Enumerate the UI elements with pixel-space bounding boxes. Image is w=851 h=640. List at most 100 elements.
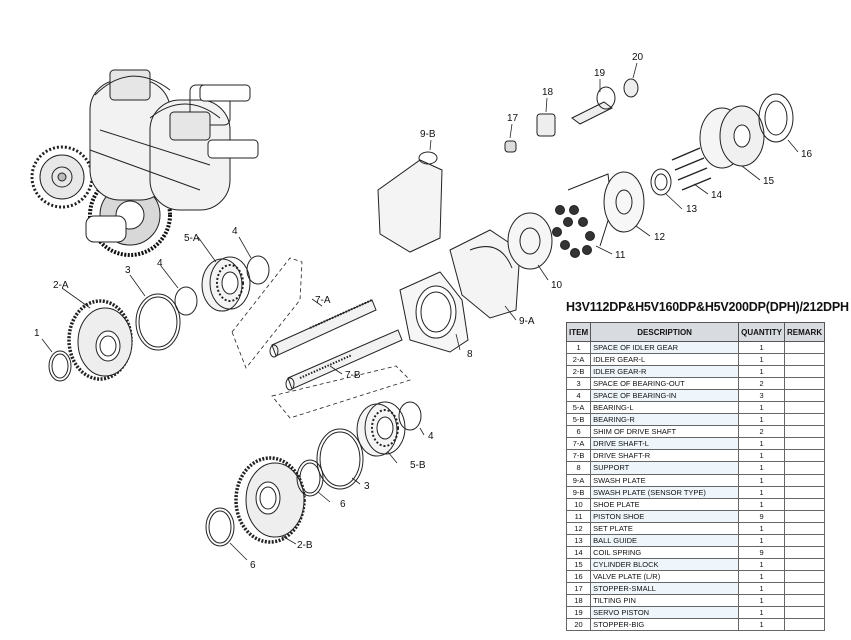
- remark-cell: [783, 557, 826, 571]
- part-10-shoe-plate: [507, 212, 553, 270]
- callout-12: 12: [654, 232, 666, 243]
- item-cell: 15: [565, 557, 592, 571]
- item-cell: 9-A: [565, 473, 592, 487]
- description-cell: DRIVE SHAFT-L: [590, 437, 740, 451]
- description-cell: STOPPER-SMALL: [590, 581, 740, 595]
- item-cell: 2-A: [565, 353, 592, 367]
- quantity-cell: 1: [738, 449, 785, 463]
- callout-4-c: 4: [428, 431, 434, 442]
- description-cell: IDLER GEAR-L: [590, 353, 740, 367]
- quantity-cell: 1: [738, 557, 785, 571]
- callout-1: 1: [34, 328, 40, 339]
- remark-cell: [783, 521, 826, 535]
- description-cell: DRIVE SHAFT-R: [590, 449, 740, 463]
- part-6-shim-b-inner: [208, 510, 232, 544]
- item-cell: 3: [565, 377, 592, 391]
- remark-cell: [783, 473, 826, 487]
- description-cell: VALVE PLATE (L/R): [590, 569, 740, 583]
- part-18-tilting-pin: [536, 113, 556, 137]
- quantity-cell: 1: [738, 413, 785, 427]
- part-7A-drive-shaft: [269, 299, 377, 358]
- remark-cell: [783, 497, 826, 511]
- part-15-cylinder-block: [699, 105, 765, 169]
- part-9B-swash-plate-sensor: [377, 151, 443, 253]
- callout-6-b: 6: [250, 560, 256, 571]
- part-3-spacer-lower-inner: [319, 431, 361, 487]
- part-2A-idler-gear: [67, 299, 133, 381]
- part-2B-idler-gear: [234, 456, 306, 544]
- item-cell: 7-B: [565, 449, 592, 463]
- callout-2B: 2-B: [297, 540, 313, 551]
- quantity-cell: 1: [738, 485, 785, 499]
- remark-cell: [783, 389, 826, 403]
- callout-9B: 9-B: [420, 129, 436, 140]
- part-12-set-plate: [603, 171, 645, 233]
- description-cell: TILTING PIN: [590, 593, 740, 608]
- description-cell: SET PLATE: [590, 521, 740, 535]
- part-7B-drive-shaft: [285, 329, 403, 391]
- callout-labels: 1 2-A 2-B 3 3 4 4 4 5-A 5-B 6 6 7-A 7-B …: [34, 52, 813, 571]
- remark-cell: [783, 485, 826, 499]
- part-3-spacer-upper: [135, 293, 181, 351]
- description-cell: CYLINDER BLOCK: [590, 557, 740, 571]
- callout-2A: 2-A: [53, 280, 69, 291]
- callout-14: 14: [711, 190, 723, 201]
- remark-cell: [783, 425, 826, 439]
- item-cell: 8: [565, 461, 592, 475]
- item-cell: 19: [565, 606, 592, 620]
- quantity-cell: 1: [738, 353, 785, 367]
- remark-cell: [783, 545, 826, 559]
- callout-7B: 7-B: [345, 370, 361, 381]
- callout-7A: 7-A: [315, 295, 331, 306]
- callout-8: 8: [467, 349, 473, 360]
- part-3-spacer-upper-inner: [138, 296, 178, 348]
- quantity-cell: 1: [738, 606, 785, 620]
- callout-10: 10: [551, 280, 563, 291]
- parts-list-title: H3V112DP&H5V160DP&H5V200DP(DPH)/212DPH: [566, 300, 849, 314]
- item-cell: 14: [565, 545, 592, 559]
- item-cell: 17: [565, 581, 592, 595]
- item-cell: 20: [565, 618, 592, 632]
- column-header-remark: REMARK: [783, 322, 826, 342]
- callout-4-b: 4: [232, 226, 238, 237]
- callout-20: 20: [632, 52, 644, 63]
- quantity-cell: 1: [738, 340, 785, 355]
- quantity-cell: 1: [738, 365, 785, 379]
- item-cell: 4: [565, 389, 592, 403]
- description-cell: SUPPORT: [590, 461, 740, 475]
- remark-cell: [783, 533, 826, 547]
- column-header-description: DESCRIPTION: [590, 322, 740, 342]
- callout-19: 19: [594, 68, 606, 79]
- description-cell: BALL GUIDE: [590, 533, 740, 547]
- remark-cell: [783, 606, 826, 620]
- callout-5A: 5-A: [184, 233, 200, 244]
- part-6-shim-b: [205, 507, 235, 547]
- part-8-support: [399, 271, 469, 353]
- remark-cell: [783, 353, 826, 367]
- part-5B-bearing: [356, 401, 406, 457]
- remark-cell: [783, 365, 826, 379]
- remark-cell: [783, 509, 826, 523]
- part-13-ball-guide: [650, 168, 672, 196]
- quantity-cell: 2: [738, 425, 785, 439]
- part-11-piston-shoes: [552, 173, 613, 258]
- part-6-shim-a: [296, 459, 324, 497]
- quantity-cell: 1: [738, 461, 785, 475]
- column-header-quantity: QUANTITY: [738, 322, 785, 342]
- quantity-cell: 1: [738, 569, 785, 583]
- remark-cell: [783, 449, 826, 463]
- part-19-servo-piston: [571, 86, 616, 125]
- remark-cell: [783, 340, 826, 355]
- assembled-pump-drawing: [30, 69, 259, 257]
